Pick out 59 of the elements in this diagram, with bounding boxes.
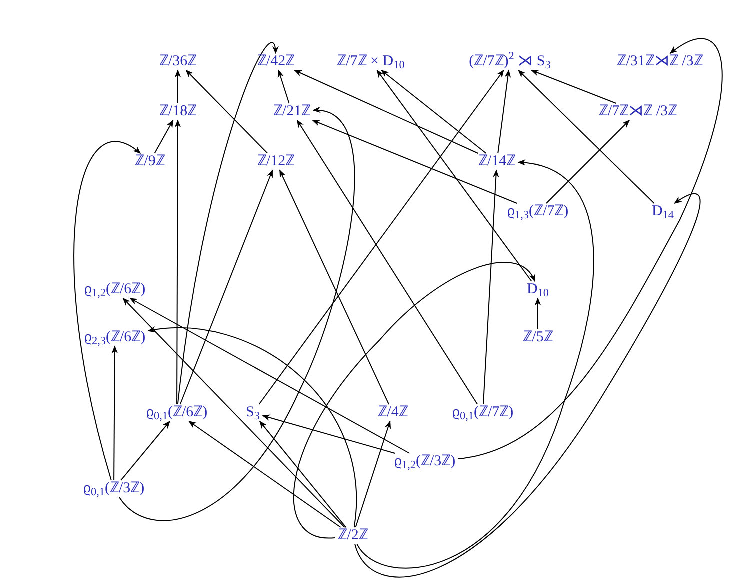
arrow	[498, 70, 512, 154]
group-label: ℤ/18ℤ	[158, 104, 198, 120]
arrow	[482, 170, 500, 405]
arrow	[118, 108, 356, 522]
arrow	[354, 193, 700, 578]
group-label: ℤ/12ℤ	[256, 154, 296, 170]
arrow	[262, 414, 396, 454]
arrow	[458, 38, 723, 460]
group-label: ϱ$_{0,1}$(ℤ/6ℤ)	[145, 406, 209, 420]
arrow	[518, 70, 655, 204]
group-label: ℤ/36ℤ	[158, 54, 198, 70]
group-label: ℤ/5ℤ	[522, 330, 554, 346]
group-label: ℤ/21ℤ	[272, 104, 312, 120]
group-label: ℤ/42ℤ	[256, 54, 296, 70]
group-label: ℤ/14ℤ	[477, 154, 517, 170]
group-label: ℤ/2ℤ	[337, 528, 369, 544]
group-label: ℤ/7ℤ⋊ℤ /3ℤ	[598, 104, 678, 120]
group-label: ℤ/31ℤ⋊ℤ /3ℤ	[616, 54, 704, 70]
arrow	[294, 70, 479, 154]
group-label: ϱ$_{1,2}$(ℤ/3ℤ)	[393, 454, 457, 470]
arrow	[312, 120, 518, 204]
arrow	[174, 70, 182, 104]
arrow	[534, 298, 542, 330]
arrow	[296, 120, 478, 405]
arrow	[279, 170, 390, 405]
arrow	[186, 70, 268, 154]
arrow	[258, 70, 504, 405]
group-label: (ℤ/7ℤ)$^{2}$ ⋊ S$_{3}$	[468, 54, 552, 70]
group-label: S$_{3}$	[245, 406, 261, 420]
arrow	[188, 421, 342, 528]
group-label: ℤ/9ℤ	[134, 154, 166, 170]
group-label: ϱ$_{0,1}$(ℤ/3ℤ)	[82, 482, 146, 496]
arrow	[381, 70, 487, 154]
group-label: ϱ$_{2,3}$(ℤ/6ℤ)	[83, 330, 147, 346]
arrow	[531, 70, 617, 104]
arrow	[376, 70, 532, 282]
arrow	[278, 70, 290, 104]
arrow	[180, 170, 274, 405]
arrow	[148, 327, 358, 528]
arrow	[356, 160, 594, 569]
group-label: ℤ/7ℤ × D$_{10}$	[336, 54, 406, 70]
arrow	[355, 420, 392, 528]
group-label: D$_{14}$	[650, 204, 676, 220]
group-label: ϱ$_{1,3}$(ℤ/7ℤ)	[506, 204, 570, 220]
arrow	[259, 420, 347, 528]
arrow	[546, 120, 630, 204]
arrow	[293, 262, 536, 538]
arrow	[130, 298, 410, 454]
arrow	[120, 420, 170, 481]
arrow	[122, 298, 346, 528]
arrow	[154, 120, 174, 154]
arrow	[112, 346, 118, 481]
arrow	[174, 120, 182, 405]
group-label: D$_{10}$	[526, 282, 550, 298]
arrow	[177, 42, 278, 405]
group-label: ℤ/4ℤ	[377, 406, 409, 420]
group-label: ϱ$_{1,2}$(ℤ/6ℤ)	[83, 282, 147, 298]
group-label: ϱ$_{0,1}$(ℤ/7ℤ)	[451, 406, 515, 420]
arrow	[74, 142, 142, 481]
